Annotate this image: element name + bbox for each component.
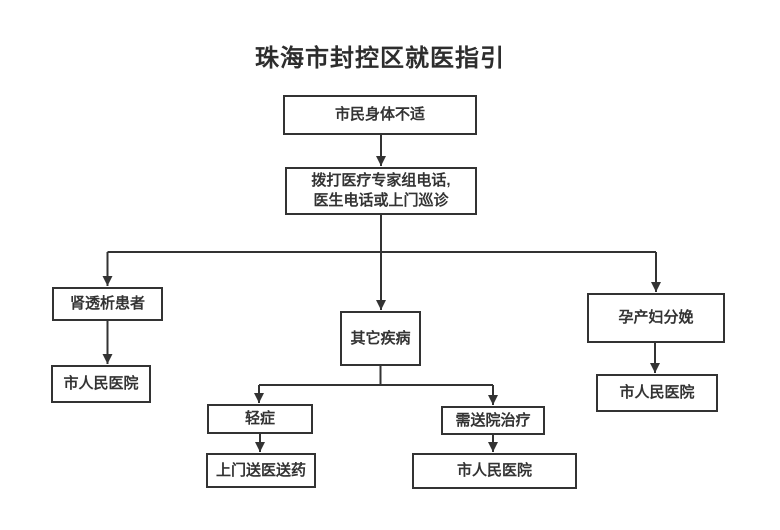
node-citizen-unwell-label: 市民身体不适: [334, 106, 425, 123]
node-needs-hospitalization: 需送院治疗: [441, 406, 545, 435]
page-title: 珠海市封控区就医指引: [255, 45, 505, 72]
node-call-line1: 拨打医疗专家组电话,: [311, 172, 451, 189]
node-call-line2: 医生电话或上门巡诊: [313, 192, 449, 209]
node-citizen-unwell: 市民身体不适: [283, 95, 477, 135]
node-hospitalization-hospital-label: 市人民医院: [456, 462, 532, 479]
node-other-illness: 其它疾病: [340, 311, 421, 366]
node-maternity-delivery-label: 孕产妇分娩: [618, 309, 694, 326]
node-maternity-hospital-label: 市人民医院: [619, 384, 695, 401]
node-home-doctor-medicine-label: 上门送医送药: [215, 461, 306, 479]
node-maternity-hospital: 市人民医院: [596, 374, 718, 412]
node-dialysis-patient: 肾透析患者: [52, 287, 163, 321]
node-maternity-delivery: 孕产妇分娩: [587, 293, 725, 343]
node-home-doctor-medicine: 上门送医送药: [206, 453, 316, 488]
node-dialysis-patient-label: 肾透析患者: [69, 295, 145, 312]
node-dialysis-hospital: 市人民医院: [51, 365, 151, 403]
node-hospitalization-hospital: 市人民医院: [412, 453, 577, 489]
node-mild-case-label: 轻症: [244, 410, 275, 427]
node-needs-hospitalization-label: 需送院治疗: [455, 411, 531, 429]
node-call-medical-team: 拨打医疗专家组电话, 医生电话或上门巡诊: [285, 167, 477, 215]
node-mild-case: 轻症: [207, 404, 313, 434]
node-dialysis-hospital-label: 市人民医院: [63, 375, 139, 392]
node-other-illness-label: 其它疾病: [350, 329, 411, 347]
